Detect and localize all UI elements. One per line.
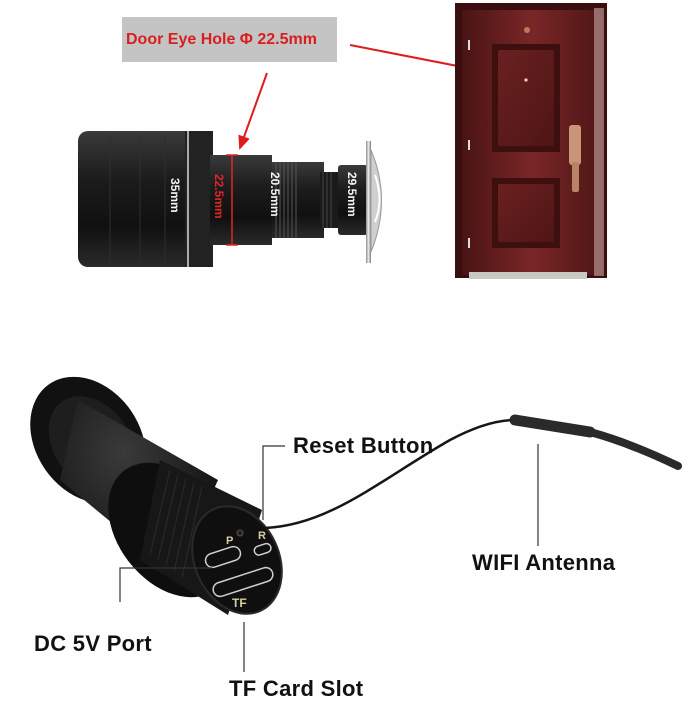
camera-device	[30, 376, 283, 615]
outer-diameter-label: 35mm	[168, 178, 182, 213]
tf-card-slot-label: TF Card Slot	[229, 676, 364, 701]
reset-button-label: Reset Button	[293, 433, 434, 458]
hole-label-text: Door Eye Hole Φ 22.5mm	[126, 31, 317, 48]
antenna-tip	[586, 428, 682, 470]
dc-port-label: DC 5V Port	[34, 631, 152, 656]
dc-port-leader-line	[119, 567, 212, 602]
barrel-diameter-label: 20.5mm	[268, 172, 282, 217]
hole-label-box	[122, 17, 337, 62]
door-image	[455, 3, 607, 279]
antenna-cable	[264, 418, 516, 530]
hole-arrow	[238, 72, 268, 150]
hole-diameter-label: 22.5mm	[212, 174, 226, 219]
reset-mark: R	[258, 530, 266, 542]
power-mark: P	[226, 535, 234, 547]
reset-leader-line	[262, 445, 285, 520]
wifi-antenna-label: WIFI Antenna	[472, 550, 616, 575]
lens-diameter-label: 29.5mm	[345, 172, 359, 217]
peephole-side-view	[78, 131, 382, 267]
tf-mark: TF	[232, 596, 247, 610]
